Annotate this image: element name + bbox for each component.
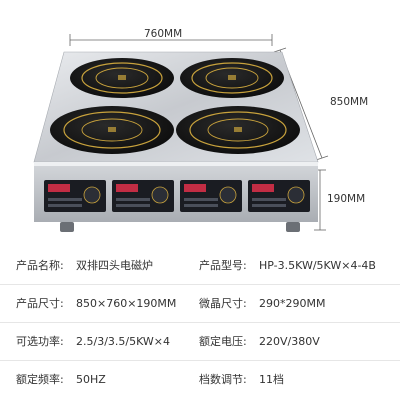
width-dimension-label: 760MM (144, 28, 183, 40)
spec-value: 2.5/3/3.5/5KW×4 (76, 335, 171, 348)
spec-label: 额定频率: (16, 373, 64, 386)
burner-top-right (180, 58, 284, 98)
foot-left (60, 222, 74, 232)
spec-value: 850×760×190MM (76, 297, 177, 310)
spec-label: 档数调节: (199, 373, 247, 386)
control-panel-2 (112, 180, 174, 212)
spec-table: 产品名称: 双排四头电磁炉 产品型号: HP-3.5KW/5KW×4-4B 产品… (0, 248, 400, 400)
spec-value: 50HZ (76, 373, 106, 386)
foot-right (286, 222, 300, 232)
spec-label: 微晶尺寸: (199, 297, 247, 310)
spec-row: 可选功率: 2.5/3/3.5/5KW×4 额定电压: 220V/380V (0, 324, 400, 361)
burner-bottom-right (176, 106, 300, 154)
depth-dimension-label: 850MM (330, 96, 369, 108)
spec-row: 产品名称: 双排四头电磁炉 产品型号: HP-3.5KW/5KW×4-4B (0, 248, 400, 285)
spec-value: 290*290MM (259, 297, 326, 310)
control-panel-1 (44, 180, 106, 212)
burner-top-left (70, 58, 174, 98)
control-panel-4 (248, 180, 310, 212)
width-dimension-line (69, 34, 273, 46)
spec-label: 产品尺寸: (16, 297, 64, 310)
spec-value: 双排四头电磁炉 (76, 259, 153, 272)
spec-label: 产品名称: (16, 259, 64, 272)
induction-cooker-illustration (33, 34, 329, 232)
spec-label: 产品型号: (199, 259, 247, 272)
spec-row: 额定频率: 50HZ 档数调节: 11档 (0, 362, 400, 398)
burner-bottom-left (50, 106, 174, 154)
control-panel-3 (180, 180, 242, 212)
spec-value: 11档 (259, 373, 284, 386)
spec-row: 产品尺寸: 850×760×190MM 微晶尺寸: 290*290MM (0, 286, 400, 323)
spec-value: 220V/380V (259, 335, 320, 348)
height-dimension-label: 190MM (327, 193, 366, 205)
front-edge-highlight (34, 162, 318, 166)
spec-label: 可选功率: (16, 335, 64, 348)
spec-value: HP-3.5KW/5KW×4-4B (259, 259, 376, 272)
spec-label: 额定电压: (199, 335, 247, 348)
